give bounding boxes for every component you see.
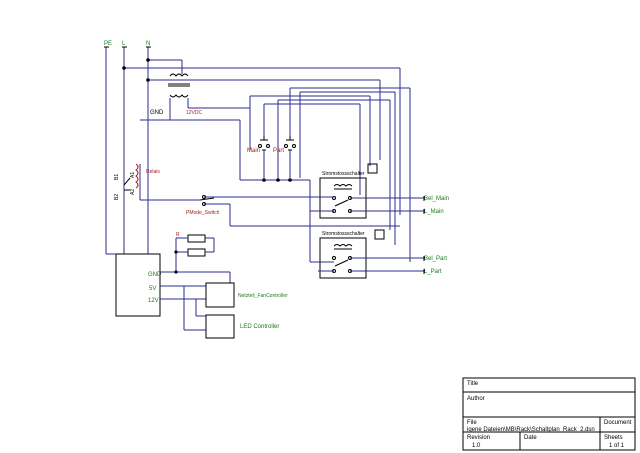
gnd-label: GND bbox=[150, 110, 164, 116]
stromstoss-2-label: Stromstossschalter bbox=[322, 231, 365, 237]
title-block: Title Author File igene Dateien\MB\Rack\… bbox=[462, 377, 636, 451]
transformer: GND 12VDC bbox=[140, 59, 250, 180]
relais: Relais B1 B2 A1 A2 bbox=[114, 163, 200, 201]
stromstoss-1-label: Stromstossschalter bbox=[322, 171, 365, 177]
outputs: Bel_Main L_Main Bel_Part L_Part bbox=[423, 196, 449, 275]
revision-value: 1.0 bbox=[472, 443, 481, 449]
junction-dot bbox=[122, 66, 126, 70]
relais-pin-b2: B2 bbox=[114, 194, 120, 200]
junction-dot bbox=[146, 58, 150, 62]
file-value: igene Dateien\MB\Rack\Schaltplan_Rack_2.… bbox=[467, 427, 595, 433]
pmode-switch-label: PMode_Switch bbox=[186, 210, 220, 216]
output-bel-main: Bel_Main bbox=[424, 196, 449, 202]
net-label-l: L bbox=[122, 41, 126, 47]
stromstossschalter-1: Stromstossschalter bbox=[309, 163, 424, 262]
psu-pin-5v: 5V bbox=[149, 286, 156, 292]
mains-distribution bbox=[122, 58, 401, 215]
relais-pin-a1: A1 bbox=[130, 172, 136, 178]
net-label-pe: PE bbox=[104, 41, 112, 47]
relais-pin-a2: A2 bbox=[130, 189, 136, 195]
psu-pin-12v: 12V bbox=[148, 298, 159, 304]
button-main-label: Main bbox=[247, 148, 260, 154]
relais-label: Relais bbox=[146, 169, 160, 175]
button-part: Part bbox=[273, 136, 296, 180]
control-wiring bbox=[240, 87, 411, 262]
12vdc-label: 12VDC bbox=[186, 110, 203, 116]
power-rails: PE L N bbox=[104, 41, 151, 254]
output-bel-part: Bel_Part bbox=[424, 256, 447, 262]
fan-controller-box bbox=[205, 282, 235, 308]
output-l-part: L_Part bbox=[424, 269, 442, 275]
relais-pin-b1: B1 bbox=[114, 174, 120, 180]
date-label: Date bbox=[524, 435, 537, 441]
resistor-2 bbox=[187, 248, 206, 257]
junction-dot bbox=[146, 78, 150, 82]
button-part-label: Part bbox=[273, 148, 284, 154]
net-label-n: N bbox=[146, 41, 150, 47]
fan-controller-label: Netzteil_FanController bbox=[238, 293, 288, 299]
psu-pin-gnd: GND bbox=[148, 272, 162, 278]
output-l-main: L_Main bbox=[424, 209, 444, 215]
stromstoss-1-aux bbox=[367, 163, 378, 174]
sheets-value: 1 of 1 bbox=[609, 443, 625, 449]
fan-controller: Netzteil_FanController bbox=[205, 282, 288, 308]
led-controller: LED Controller bbox=[205, 314, 279, 339]
file-label: File bbox=[467, 420, 477, 426]
stromstoss-2-aux bbox=[374, 229, 385, 240]
resistors: R bbox=[174, 232, 215, 272]
power-supply-box bbox=[115, 253, 161, 317]
revision-label: Revision bbox=[467, 435, 490, 441]
document-label: Document bbox=[604, 420, 632, 426]
title-block-frame bbox=[462, 377, 636, 451]
button-main: Main bbox=[247, 136, 270, 180]
resistor-label: R bbox=[176, 232, 180, 238]
pmode-switch: PMode_Switch bbox=[186, 195, 400, 227]
led-controller-box bbox=[205, 314, 235, 339]
led-controller-label: LED Controller bbox=[240, 324, 279, 330]
title-label: Title bbox=[467, 381, 479, 387]
author-label: Author bbox=[467, 396, 485, 402]
power-supply: GND 5V 12V bbox=[106, 253, 231, 331]
resistor-1 bbox=[187, 234, 206, 243]
stromstossschalter-2: Stromstossschalter bbox=[310, 229, 424, 279]
sheets-label: Sheets bbox=[604, 435, 623, 441]
